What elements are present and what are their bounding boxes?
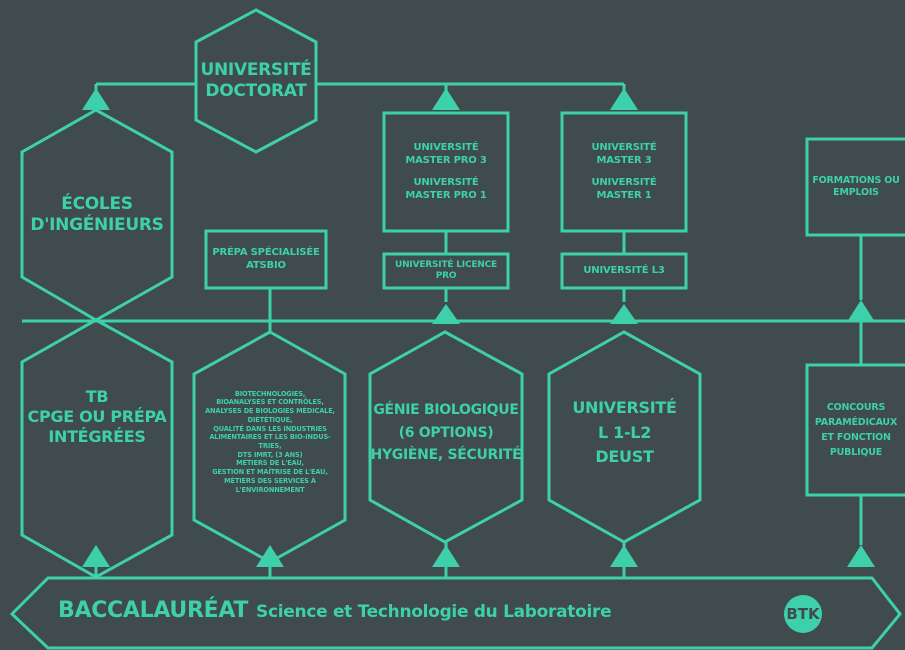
ecoles-line2: D'INGÉNIEURS (30, 215, 164, 235)
arrow-up-icon (610, 545, 638, 567)
univ-l-line3: DEUST (595, 447, 654, 467)
genie-line2: (6 OPTIONS) (398, 424, 494, 441)
genie-label: GÉNIE BIOLOGIQUE (6 OPTIONS) HYGIÈNE, SÉ… (370, 378, 522, 488)
bts-line: TRIES, (258, 442, 282, 450)
ecoles-line1: ÉCOLES (61, 193, 133, 214)
bts-line: GESTION ET MAÎTRISE DE L'EAU, (212, 468, 328, 477)
concours-label: CONCOURS PARAMÉDICAUX ET FONCTION PUBLIQ… (807, 365, 905, 495)
arrow-up-icon (847, 300, 875, 322)
arrow-up-icon (256, 545, 284, 567)
concours-line4: PUBLIQUE (829, 447, 883, 459)
master-a1: UNIVERSITÉ (591, 142, 657, 153)
prepa-line2: ATSBIO (246, 259, 286, 271)
prepa-box (204, 229, 328, 290)
l3-label: UNIVERSITÉ L3 (562, 254, 686, 288)
master-pro-b1: UNIVERSITÉ (413, 177, 479, 188)
doctorat-line1: UNIVERSITÉ (200, 59, 312, 80)
tb-label: TB CPGE OU PRÉPA INTÉGRÉES (22, 362, 172, 472)
ecoles-label: ÉCOLES D'INGÉNIEURS (22, 160, 172, 270)
arrow-up-icon (82, 88, 110, 110)
licence-pro-label: UNIVERSITÉ LICENCE PRO (384, 254, 508, 288)
arrow-up-icon (847, 545, 875, 567)
master-label: UNIVERSITÉ MASTER 3 UNIVERSITÉ MASTER 1 (562, 113, 686, 231)
arrow-up-icon (432, 88, 460, 110)
formations-line2: EMPLOIS (833, 187, 879, 198)
bac-title: BACCALAURÉAT Science et Technologie du La… (58, 598, 612, 623)
btk-logo: BTK (784, 595, 822, 633)
doctorat-hexagon (194, 8, 318, 154)
bts-label: BIOTECHNOLOGIES, BIOANALYSES ET CONTRÔLE… (198, 366, 342, 518)
arrow-up-icon (82, 545, 110, 567)
tb-line2: CPGE OU PRÉPA (27, 407, 167, 426)
concours-line1: CONCOURS (826, 401, 886, 413)
genie-line1: GÉNIE BIOLOGIQUE (373, 402, 519, 419)
master-pro-label: UNIVERSITÉ MASTER PRO 3 UNIVERSITÉ MASTE… (384, 113, 508, 231)
btk-logo-text: BTK (786, 605, 820, 623)
prepa-label: PRÉPA SPÉCIALISÉE ATSBIO (206, 231, 326, 288)
prepa-line1: PRÉPA SPÉCIALISÉE (212, 247, 320, 258)
univ-l-line1: UNIVERSITÉ (572, 397, 677, 417)
univ-l-label: UNIVERSITÉ L 1-L2 DEUST (549, 378, 700, 488)
bts-line: QUALITÉ DANS LES INDUSTRIES (213, 424, 327, 433)
master-a2: MASTER 3 (596, 154, 652, 166)
master-pro-b2: MASTER PRO 1 (405, 189, 487, 201)
licence-pro-text: UNIVERSITÉ LICENCE PRO (394, 259, 497, 281)
bts-line: MÉTIERS DE L'EAU, (236, 459, 304, 468)
arrow-up-icon (610, 304, 638, 324)
l3-text: UNIVERSITÉ L3 (583, 264, 665, 276)
bts-line: L'ENVIRONNEMENT (235, 485, 305, 494)
bts-line: BIOANALYSES ET CONTRÔLES, (216, 398, 324, 407)
bts-line: ANALYSES DE BIOLOGIES MÉDICALE, (205, 407, 335, 416)
doctorat-label: UNIVERSITÉ DOCTORAT (196, 42, 316, 120)
bts-line: ALIMENTAIRES ET LES BIO-INDUS- (209, 433, 331, 442)
bac-label: BACCALAURÉAT (58, 598, 249, 623)
formations-label: FORMATIONS OU EMPLOIS (807, 139, 905, 235)
concours-line2: PARAMÉDICAUX (814, 416, 898, 428)
bts-line: MÉTIERS DES SERVICES À (224, 476, 316, 485)
genie-line3: HYGIÈNE, SÉCURITÉ (370, 447, 522, 464)
concours-line3: ET FONCTION (821, 432, 891, 443)
arrow-up-icon (610, 88, 638, 110)
tb-line1: TB (85, 387, 109, 406)
doctorat-line2: DOCTORAT (205, 81, 307, 101)
bts-line: DTS IMRT, (3 ANS) (237, 450, 303, 459)
master-pro-a2: MASTER PRO 3 (405, 154, 487, 166)
master-b2: MASTER 1 (596, 189, 652, 201)
arrow-up-icon (432, 545, 460, 567)
arrow-icons (82, 88, 875, 567)
bac-subtitle: Science et Technologie du Laboratoire (256, 602, 612, 622)
bts-line: DIÉTÉTIQUE, (247, 415, 293, 424)
formations-line1: FORMATIONS OU (812, 175, 900, 187)
bac-banner (9, 576, 902, 650)
tb-line3: INTÉGRÉES (48, 427, 146, 446)
master-pro-a1: UNIVERSITÉ (413, 142, 479, 153)
bts-line: BIOTECHNOLOGIES, (234, 389, 306, 398)
univ-l-line2: L 1-L2 (597, 422, 652, 442)
master-b1: UNIVERSITÉ (591, 177, 657, 188)
arrow-up-icon (432, 304, 460, 324)
